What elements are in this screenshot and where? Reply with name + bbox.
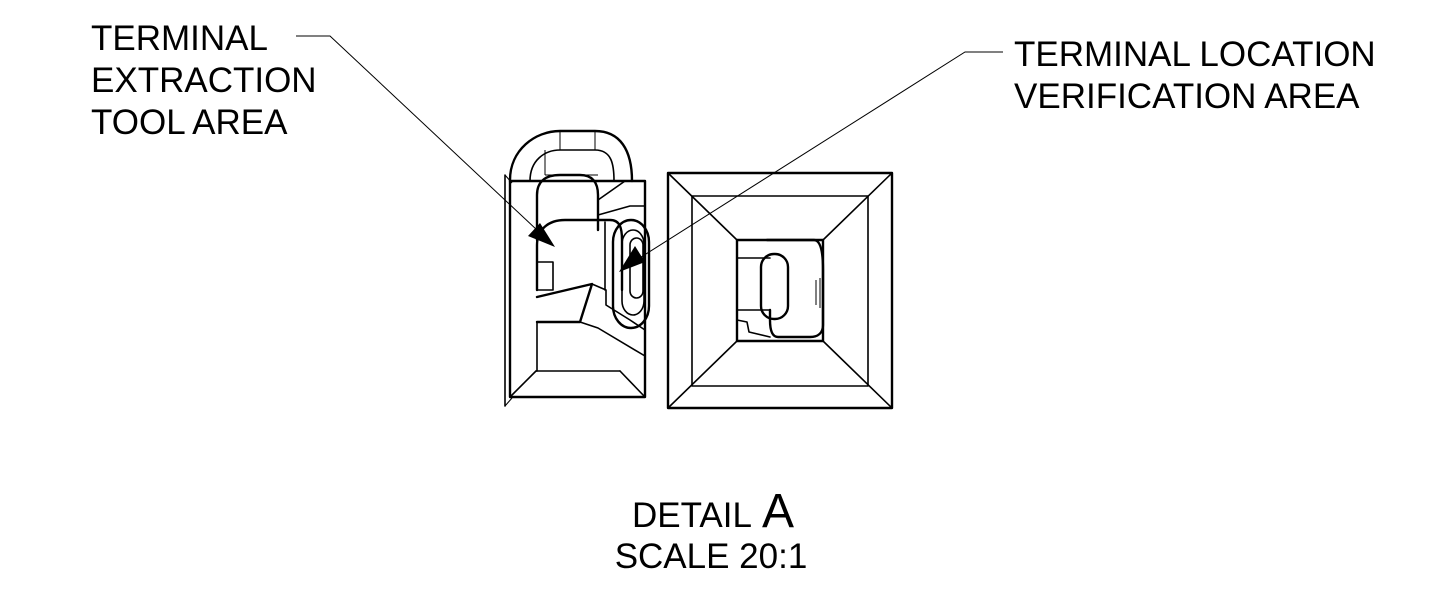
- leader-verification: [619, 51, 1003, 272]
- detail-letter: A: [762, 485, 794, 538]
- callout-extraction-line-3: TOOL AREA: [91, 103, 288, 142]
- detail-title: DETAIL A: [632, 485, 794, 538]
- callout-verification-area: TERMINAL LOCATION VERIFICATION AREA: [1014, 35, 1376, 116]
- arrow-head-extraction-icon: [528, 223, 555, 247]
- cavity-end-view: [666, 171, 894, 410]
- arrow-head-verification-icon: [619, 246, 645, 272]
- callout-extraction-tool-area: TERMINAL EXTRACTION TOOL AREA: [91, 19, 317, 142]
- leader-extraction: [296, 35, 555, 247]
- callout-extraction-line-2: EXTRACTION: [91, 61, 317, 100]
- callout-verification-line-2: VERIFICATION AREA: [1014, 77, 1360, 116]
- detail-scale: SCALE 20:1: [615, 537, 808, 576]
- callout-extraction-line-1: TERMINAL: [91, 19, 268, 58]
- detail-word: DETAIL: [632, 496, 752, 535]
- detail-label: DETAIL A SCALE 20:1: [615, 485, 808, 576]
- callout-verification-line-1: TERMINAL LOCATION: [1014, 35, 1376, 74]
- connector-side-view: [504, 129, 651, 407]
